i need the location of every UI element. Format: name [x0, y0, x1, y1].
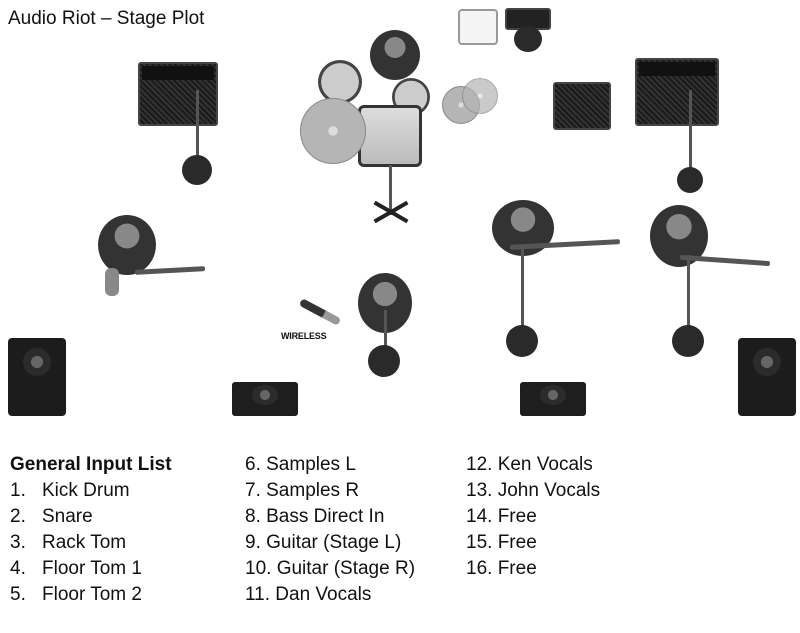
list-item: 11. Dan Vocals: [245, 584, 372, 605]
guitar: [679, 254, 771, 267]
list-item: 3.Rack Tom: [10, 532, 127, 553]
ipad: [458, 9, 498, 45]
wireless-mic: [298, 298, 342, 326]
list-item: 2.Snare: [10, 506, 93, 527]
list-item: 15. Free: [466, 532, 537, 553]
mic-stand: [384, 310, 387, 355]
mic-stand: [196, 90, 199, 160]
wireless-label: WIRELESS: [281, 331, 327, 341]
list-item: 8. Bass Direct In: [245, 506, 385, 527]
list-item: 10. Guitar (Stage R): [245, 558, 416, 579]
mic-stand-base: [506, 325, 538, 357]
kick-drum: [358, 105, 422, 167]
list-item: 12. Ken Vocals: [466, 454, 593, 475]
amp-head-right: [639, 62, 715, 76]
leg: [105, 268, 119, 296]
list-item: 16. Free: [466, 558, 537, 579]
wedge-monitor: [232, 382, 298, 416]
page-title: Audio Riot – Stage Plot: [8, 8, 205, 29]
list-item: 6. Samples L: [245, 454, 356, 475]
list-item: 13. John Vocals: [466, 480, 601, 501]
guitarist-left: [98, 215, 156, 275]
amp-head-left: [142, 66, 214, 80]
drummer: [370, 30, 420, 80]
mic-stand: [687, 255, 690, 330]
list-item: 9. Guitar (Stage L): [245, 532, 402, 553]
list-item: 5.Floor Tom 2: [10, 584, 142, 605]
side-fill-right: [738, 338, 796, 416]
hi-hat: [462, 78, 498, 114]
kick-mic-stand: [389, 165, 392, 215]
stand-base: [514, 26, 542, 52]
tom-drum: [318, 60, 362, 104]
list-item: 14. Free: [466, 506, 537, 527]
mic-stand-base: [368, 345, 400, 377]
cymbal: [300, 98, 366, 164]
side-fill-left: [8, 338, 66, 416]
mic-stand-base: [182, 155, 212, 185]
mic-stand-base: [677, 167, 703, 193]
list-item: 1.Kick Drum: [10, 480, 130, 501]
wedge-monitor: [520, 382, 586, 416]
input-list-heading: General Input List: [10, 454, 172, 475]
list-item: 7. Samples R: [245, 480, 360, 501]
mic-stand-base: [672, 325, 704, 357]
list-item: 4.Floor Tom 1: [10, 558, 142, 579]
mic-stand: [689, 90, 692, 170]
mic-stand: [521, 245, 524, 330]
bass-amp: [553, 82, 611, 130]
